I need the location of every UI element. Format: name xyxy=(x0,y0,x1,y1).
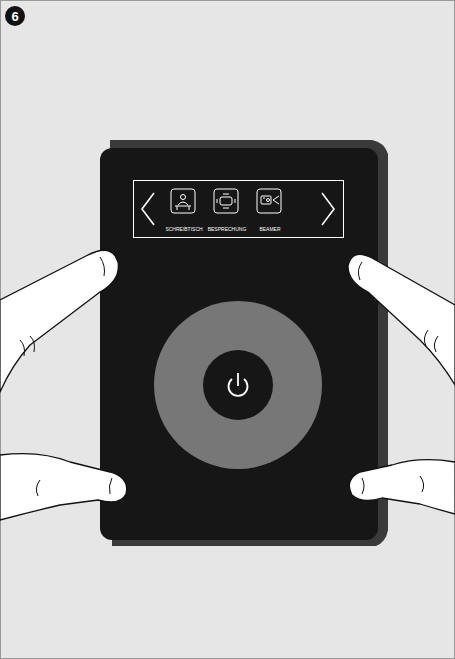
hands xyxy=(0,250,455,520)
display-strip: SCHREIBTISCH BESPRECHUNG BEAMER xyxy=(133,180,344,238)
panel-front xyxy=(100,148,378,540)
mode-label: BESPRECHUNG xyxy=(208,226,247,232)
arrow-left xyxy=(142,193,154,225)
power-symbol-bar xyxy=(237,373,239,386)
mode-icons xyxy=(171,189,281,213)
mode-label: BEAMER xyxy=(259,226,280,232)
control-ring xyxy=(154,301,322,469)
callout-circle xyxy=(5,6,25,26)
arrow-right xyxy=(322,193,334,225)
power-button xyxy=(203,350,273,420)
finger-creases xyxy=(20,257,438,496)
callout-number: 6 xyxy=(11,10,18,23)
mode-label: SCHREIBTISCH xyxy=(165,226,202,232)
